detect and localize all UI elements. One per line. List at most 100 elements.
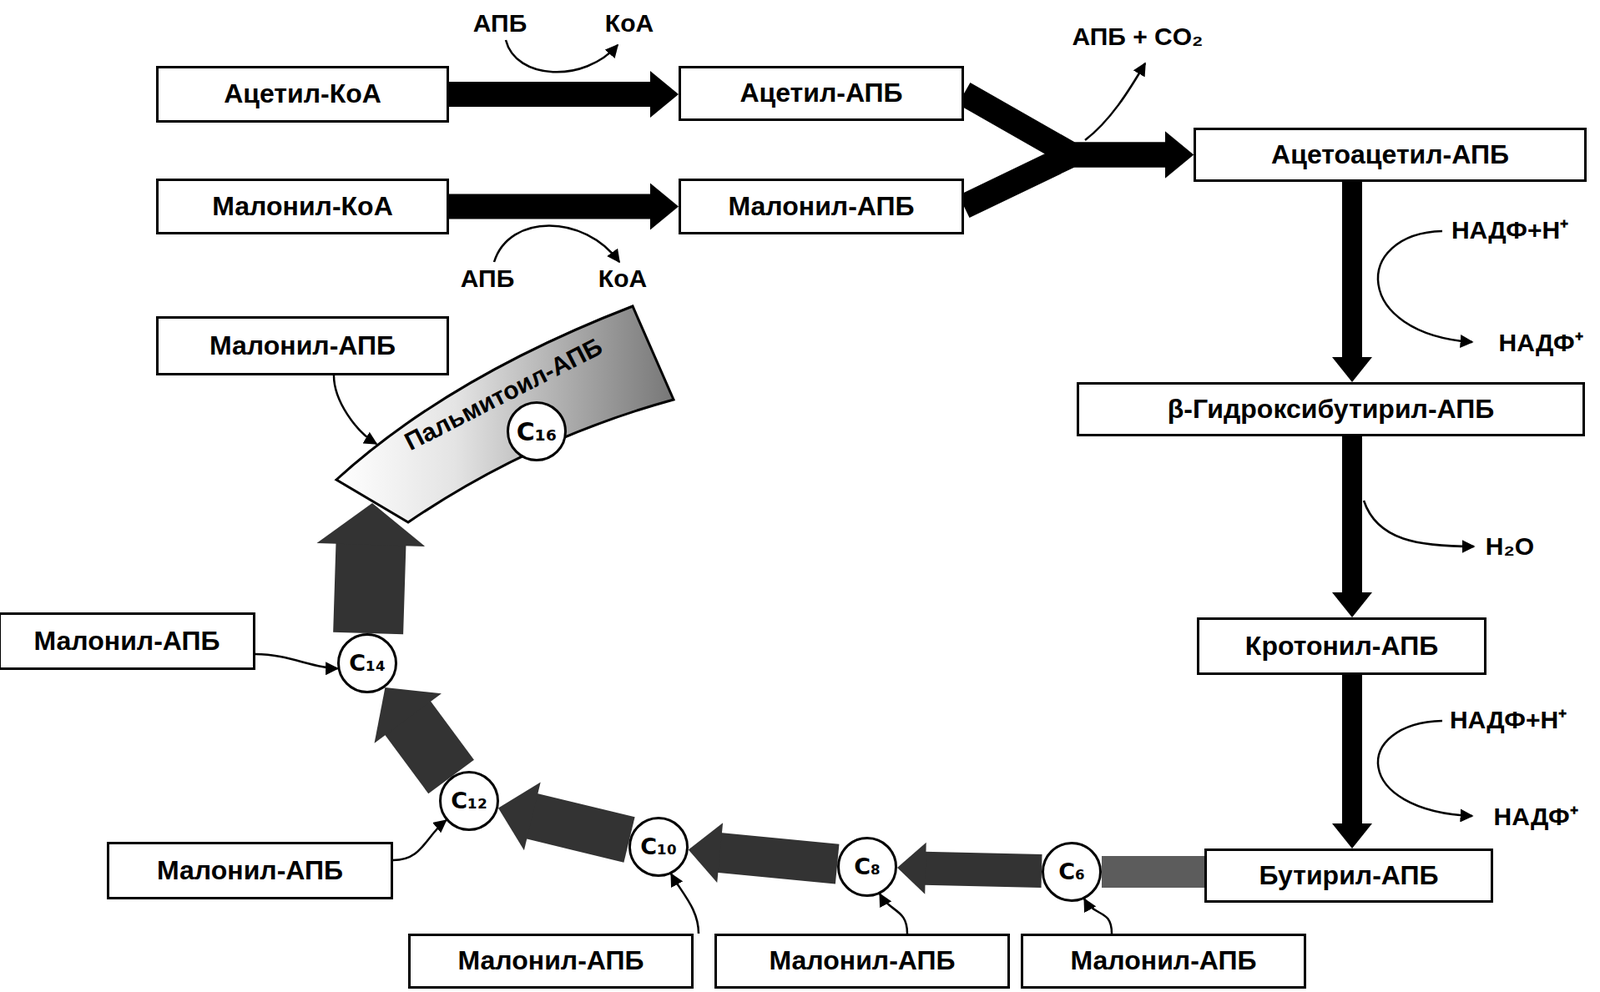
arrow-shaft — [718, 852, 838, 865]
reaction-arrow — [964, 131, 1194, 207]
cofactor-curve — [494, 226, 620, 263]
reaction-arrow — [688, 822, 838, 884]
arrow-head — [650, 183, 679, 231]
circle-outline — [508, 403, 566, 461]
cofactor-label: НАДФ+Н⁺ — [1447, 706, 1570, 734]
arrow-head — [498, 782, 541, 852]
reaction-arrow — [897, 842, 1042, 895]
reaction-arrow — [1101, 872, 1205, 874]
band-shape — [336, 306, 679, 526]
node-label: Ацетил-КоА — [223, 79, 382, 109]
arrow-head — [1332, 592, 1373, 618]
reaction-arrow — [1332, 181, 1373, 383]
arrow-head — [688, 822, 723, 884]
node-label: Малонил-АПБ — [1070, 946, 1257, 976]
cofactor-label: АПБ — [458, 264, 517, 293]
node-label: C₁₀ — [640, 834, 677, 860]
hook-arrow — [671, 874, 699, 934]
circle-outline — [1043, 843, 1101, 902]
arrow-shaft — [368, 543, 371, 634]
process-box: β-Гидроксибутирил-АПБ — [1076, 382, 1585, 437]
chain-length-circle: C₁₆ — [506, 401, 567, 462]
node-label: Малонил-АПБ — [458, 946, 645, 976]
reaction-arrow — [671, 874, 699, 934]
cofactor-label: КоА — [602, 9, 657, 37]
chain-length-circle: C₁₄ — [337, 633, 398, 694]
cofactor-label: КоА — [595, 264, 650, 293]
process-box: Ацетил-КоА — [156, 65, 450, 123]
arrow-shaft — [1101, 856, 1205, 889]
process-box: Малонил-АПБ — [156, 316, 450, 376]
node-label: Кротонил-АПБ — [1245, 631, 1439, 662]
node-label: C₁₂ — [450, 788, 487, 814]
node-label: Ацетил-АПБ — [739, 78, 903, 108]
arrow-head — [1165, 131, 1194, 179]
process-box: Малонил-АПБ — [678, 178, 965, 235]
reaction-arrow — [449, 183, 679, 231]
node-label: Ацетоацетил-АПБ — [1271, 140, 1510, 170]
hook-arrow — [1084, 899, 1112, 934]
cofactor-curve — [505, 40, 618, 72]
reaction-arrow — [449, 70, 679, 118]
arrow-shaft — [1342, 436, 1363, 595]
process-box: Ацетоацетил-АПБ — [1193, 127, 1587, 182]
chain-length-circle: C₈ — [837, 837, 898, 898]
cofactor-label: АПБ + CO₂ — [1070, 22, 1207, 51]
arrow-shaft — [449, 81, 652, 107]
process-box: Малонил-АПБ — [408, 933, 694, 990]
arrow-head — [1332, 823, 1373, 849]
arrow-head — [374, 687, 442, 744]
arrow-head — [1332, 357, 1373, 383]
reaction-arrow — [879, 894, 908, 934]
node-label: Бутирил-АПБ — [1259, 861, 1439, 891]
node-label: β-Гидроксибутирил-АПБ — [1167, 394, 1495, 424]
cofactor-label: H₂O — [1483, 532, 1537, 561]
circle-outline — [838, 838, 897, 897]
node-label: C₁₆ — [516, 418, 557, 446]
cofactor-curve — [1377, 721, 1473, 817]
cofactor-curve — [1377, 231, 1473, 343]
cofactor-label: НАДФ⁺ — [1495, 328, 1585, 357]
cofactor-label: НАДФ⁺ — [1490, 802, 1580, 831]
reaction-arrow — [1332, 675, 1373, 849]
arrow-shaft — [449, 194, 652, 220]
hook-arrow — [255, 654, 339, 669]
arrow-shaft — [530, 816, 630, 841]
arrow-shaft — [964, 155, 1167, 207]
reaction-arrow — [333, 375, 377, 445]
cofactor-curve — [1085, 63, 1146, 141]
node-label: Малонил-АПБ — [769, 946, 956, 976]
reaction-arrow — [374, 687, 452, 778]
arrow-shaft — [923, 868, 1042, 872]
chain-length-circle: C₆ — [1041, 842, 1102, 903]
reaction-arrow — [498, 782, 630, 852]
arrow-head — [650, 70, 679, 118]
node-label: Малонил-КоА — [211, 191, 393, 222]
band-outline — [336, 306, 674, 523]
reaction-arrow — [1332, 436, 1373, 618]
circle-outline — [630, 818, 688, 877]
hook-arrow — [333, 375, 377, 445]
arrow-head — [1165, 131, 1194, 179]
arrow-shaft — [1342, 181, 1363, 359]
process-box: Бутирил-АПБ — [1204, 848, 1494, 904]
node-label: Малонил-АПБ — [34, 626, 221, 657]
chain-length-circle: C₁₂ — [439, 771, 500, 832]
node-label: C₁₄ — [348, 651, 385, 677]
process-box: Малонил-КоА — [156, 178, 450, 235]
product-band: Пальмитоил-АПБC₁₆ — [336, 306, 679, 526]
hook-arrow — [393, 820, 446, 861]
node-label: Малонил-АПБ — [728, 191, 915, 222]
process-box: Малонил-АПБ — [0, 612, 256, 671]
node-label: Малонил-АПБ — [209, 331, 396, 361]
process-box: Ацетил-АПБ — [678, 65, 965, 122]
hook-arrow — [879, 894, 908, 934]
cofactor-label: НАДФ+Н⁺ — [1448, 216, 1571, 244]
process-box: Малонил-АПБ — [1020, 933, 1307, 990]
process-box: Кротонил-АПБ — [1196, 617, 1487, 676]
cofactor-label: АПБ — [470, 9, 530, 37]
circle-outline — [440, 772, 499, 831]
process-box: Малонил-АПБ — [106, 842, 394, 900]
chain-length-circle: C₁₀ — [628, 817, 689, 878]
